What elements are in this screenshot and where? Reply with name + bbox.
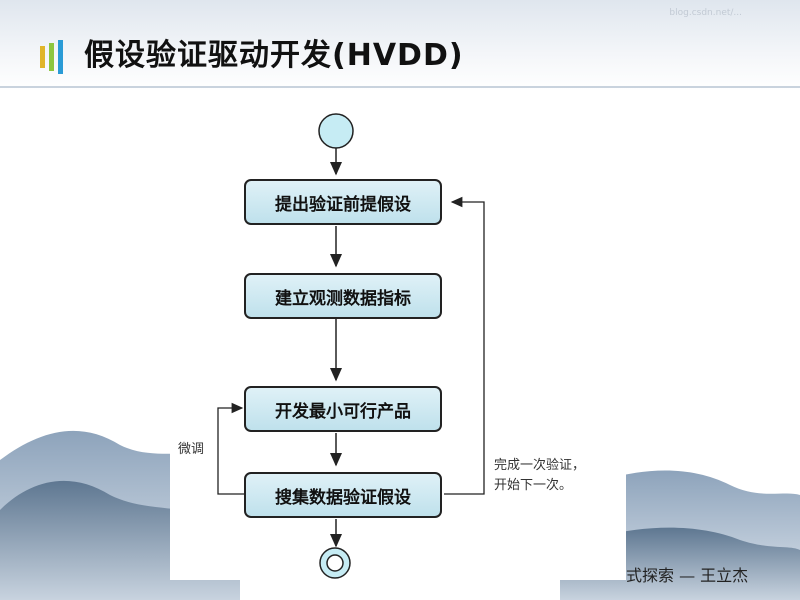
header-divider	[0, 86, 800, 88]
slide-caption: 式探索 — 王立杰	[626, 566, 749, 585]
loop-label-next-line1: 完成一次验证，	[494, 458, 586, 473]
loop-arrow-right	[444, 196, 485, 495]
step-build-metrics: 建立观测数据指标	[244, 273, 442, 319]
end-node-inner	[326, 554, 344, 572]
loop-label-finetune: 微调	[178, 442, 205, 457]
loop-label-next-line2: 开始下一次。	[494, 478, 573, 493]
watermark: blog.csdn.net/...	[669, 8, 742, 18]
title-accent-bars	[40, 40, 70, 74]
loop-arrow-left	[217, 402, 244, 495]
header-background	[0, 0, 800, 90]
slide-title: 假设验证驱动开发(HVDD)	[84, 38, 464, 73]
step-collect-data-validate: 搜集数据验证假设	[244, 472, 442, 518]
start-node	[318, 113, 354, 149]
step-propose-hypothesis: 提出验证前提假设	[244, 179, 442, 225]
step-develop-mvp: 开发最小可行产品	[244, 386, 442, 432]
